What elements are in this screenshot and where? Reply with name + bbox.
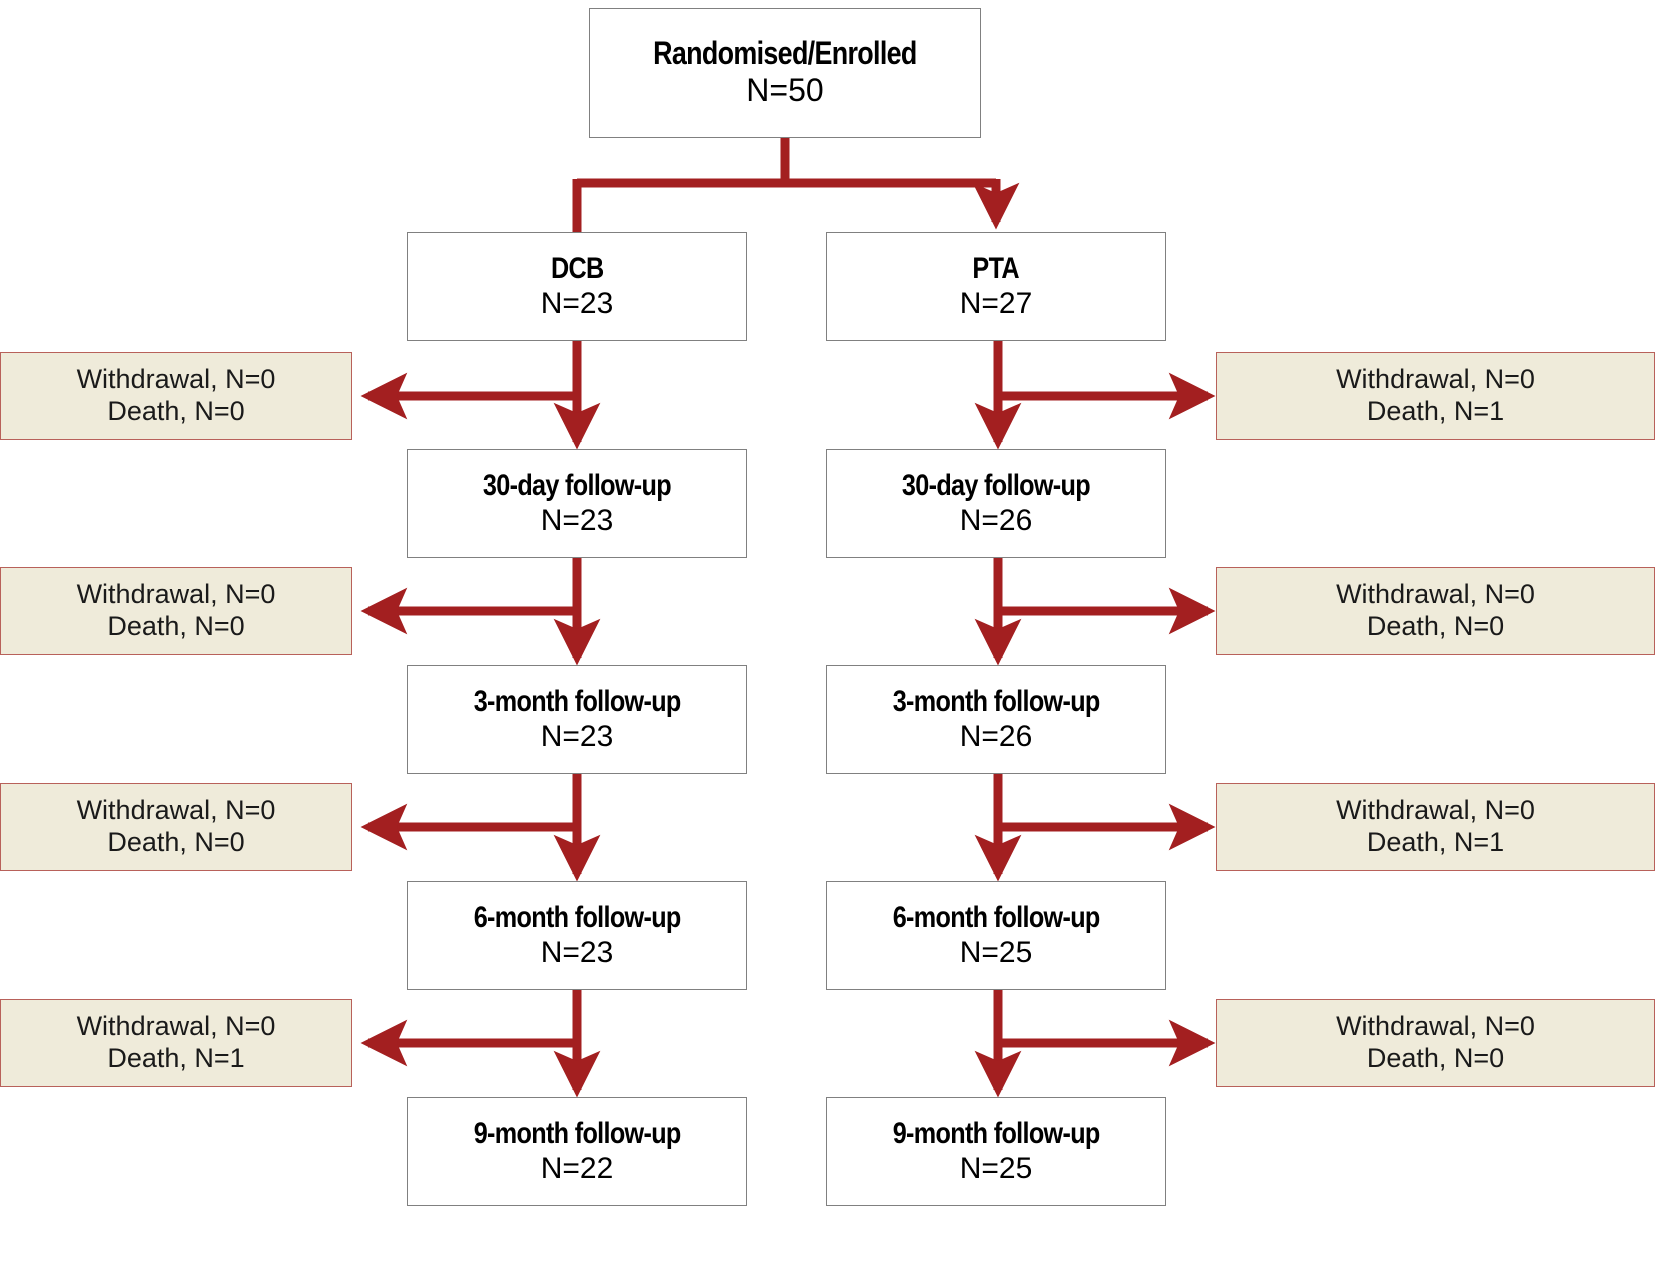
node-count: N=23 xyxy=(540,935,614,969)
death-text: Death, N=1 xyxy=(1366,827,1505,857)
withdrawal-text: Withdrawal, N=0 xyxy=(76,1011,276,1042)
node-count: N=25 xyxy=(959,1151,1033,1185)
node-arm-dcb[interactable]: DCB N=23 xyxy=(407,232,747,341)
node-title: 9-month follow-up xyxy=(473,1117,682,1151)
withdrawal-text: Withdrawal, N=0 xyxy=(76,364,276,395)
withdrawal-text: Withdrawal, N=0 xyxy=(1336,364,1535,395)
sidebox-pta-dropout-6-month[interactable]: Withdrawal, N=0 Death, N=1 xyxy=(1216,783,1655,871)
withdrawal-text: Withdrawal, N=0 xyxy=(1336,579,1535,610)
node-randomised-enrolled[interactable]: Randomised/Enrolled N=50 xyxy=(589,8,981,138)
sidebox-dcb-dropout-3-month[interactable]: Withdrawal, N=0 Death, N=0 xyxy=(0,567,352,655)
death-text: Death, N=1 xyxy=(1366,396,1505,426)
node-pta-30-day-follow-up[interactable]: 30-day follow-up N=26 xyxy=(826,449,1166,558)
node-count: N=50 xyxy=(746,72,824,109)
death-text: Death, N=0 xyxy=(1366,1043,1505,1073)
node-dcb-3-month-follow-up[interactable]: 3-month follow-up N=23 xyxy=(407,665,747,774)
node-count: N=23 xyxy=(540,503,614,537)
node-count: N=23 xyxy=(540,719,614,753)
sidebox-pta-dropout-9-month[interactable]: Withdrawal, N=0 Death, N=0 xyxy=(1216,999,1655,1087)
node-title: 6-month follow-up xyxy=(892,901,1101,935)
withdrawal-text: Withdrawal, N=0 xyxy=(76,579,276,610)
sidebox-dcb-dropout-9-month[interactable]: Withdrawal, N=0 Death, N=1 xyxy=(0,999,352,1087)
death-text: Death, N=0 xyxy=(107,827,245,857)
node-count: N=26 xyxy=(959,719,1033,753)
node-title: 3-month follow-up xyxy=(892,685,1101,719)
node-count: N=25 xyxy=(959,935,1033,969)
node-count: N=23 xyxy=(540,286,614,320)
node-title: 30-day follow-up xyxy=(482,469,672,503)
sidebox-pta-dropout-30-day[interactable]: Withdrawal, N=0 Death, N=1 xyxy=(1216,352,1655,440)
node-title: 9-month follow-up xyxy=(892,1117,1101,1151)
node-count: N=22 xyxy=(540,1151,614,1185)
node-title: DCB xyxy=(550,252,604,286)
node-title: Randomised/Enrolled xyxy=(653,35,917,72)
death-text: Death, N=0 xyxy=(107,396,245,426)
node-dcb-6-month-follow-up[interactable]: 6-month follow-up N=23 xyxy=(407,881,747,990)
node-dcb-30-day-follow-up[interactable]: 30-day follow-up N=23 xyxy=(407,449,747,558)
node-dcb-9-month-follow-up[interactable]: 9-month follow-up N=22 xyxy=(407,1097,747,1206)
withdrawal-text: Withdrawal, N=0 xyxy=(76,795,276,826)
withdrawal-text: Withdrawal, N=0 xyxy=(1336,795,1535,826)
sidebox-dcb-dropout-6-month[interactable]: Withdrawal, N=0 Death, N=0 xyxy=(0,783,352,871)
death-text: Death, N=0 xyxy=(107,611,245,641)
node-title: 30-day follow-up xyxy=(901,469,1091,503)
sidebox-dcb-dropout-30-day[interactable]: Withdrawal, N=0 Death, N=0 xyxy=(0,352,352,440)
withdrawal-text: Withdrawal, N=0 xyxy=(1336,1011,1535,1042)
node-title: PTA xyxy=(972,252,1020,286)
node-pta-6-month-follow-up[interactable]: 6-month follow-up N=25 xyxy=(826,881,1166,990)
node-pta-3-month-follow-up[interactable]: 3-month follow-up N=26 xyxy=(826,665,1166,774)
death-text: Death, N=0 xyxy=(1366,611,1505,641)
node-count: N=26 xyxy=(959,503,1033,537)
sidebox-pta-dropout-3-month[interactable]: Withdrawal, N=0 Death, N=0 xyxy=(1216,567,1655,655)
node-count: N=27 xyxy=(959,286,1033,320)
node-title: 3-month follow-up xyxy=(473,685,682,719)
node-arm-pta[interactable]: PTA N=27 xyxy=(826,232,1166,341)
death-text: Death, N=1 xyxy=(107,1043,245,1073)
node-title: 6-month follow-up xyxy=(473,901,682,935)
node-pta-9-month-follow-up[interactable]: 9-month follow-up N=25 xyxy=(826,1097,1166,1206)
